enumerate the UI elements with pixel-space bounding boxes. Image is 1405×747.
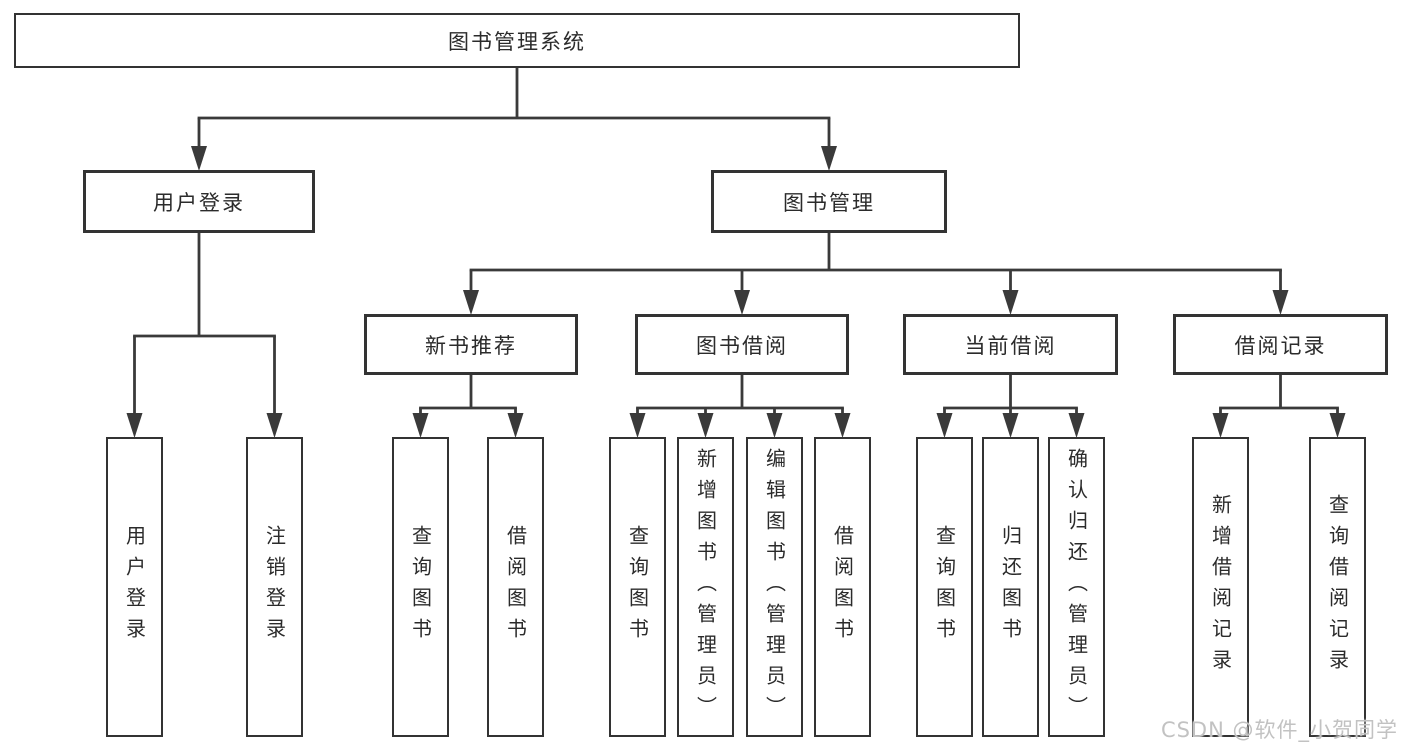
node-label: 归还图书 <box>998 525 1023 649</box>
node-new-book-recommendation: 新书推荐 <box>364 314 578 375</box>
arrowhead-icon <box>1068 413 1085 438</box>
node-label: 借阅图书 <box>503 525 528 649</box>
arrowhead-icon <box>266 413 283 438</box>
node-user-login: 用户登录 <box>83 170 315 233</box>
arrowhead-icon <box>629 413 646 438</box>
arrowhead-icon <box>1212 413 1229 438</box>
node-book-borrowing: 图书借阅 <box>635 314 849 375</box>
node-label: 用户登录 <box>122 525 147 649</box>
node-current-borrowing: 当前借阅 <box>903 314 1118 375</box>
node-label: 注销登录 <box>262 525 287 649</box>
arrowhead-icon <box>126 413 143 438</box>
arrowhead-icon <box>936 413 953 438</box>
arrowhead-icon <box>463 290 479 315</box>
csdn-watermark: CSDN @软件_小贺同学 <box>1160 718 1398 742</box>
node-label: 新增借阅记录 <box>1208 494 1233 680</box>
leaf-query-books-2: 查询图书 <box>609 437 666 737</box>
leaf-borrow-books-2: 借阅图书 <box>814 437 871 737</box>
leaf-logout: 注销登录 <box>246 437 303 737</box>
node-label: 查询图书 <box>932 525 957 649</box>
arrowhead-icon <box>766 413 783 438</box>
node-label: 查询借阅记录 <box>1325 494 1350 680</box>
leaf-borrow-books: 借阅图书 <box>487 437 544 737</box>
node-label: 借阅图书 <box>830 525 855 649</box>
arrowhead-icon <box>1002 290 1019 315</box>
leaf-query-books-3: 查询图书 <box>916 437 973 737</box>
leaf-return-books: 归还图书 <box>982 437 1039 737</box>
arrowhead-icon <box>821 146 837 171</box>
arrowhead-icon <box>412 413 429 438</box>
arrowhead-icon <box>1002 413 1019 438</box>
arrowhead-icon <box>834 413 851 438</box>
arrowhead-icon <box>697 413 714 438</box>
node-label: 新书推荐 <box>425 333 517 358</box>
leaf-edit-books-admin: 编辑图书（管理员） <box>746 437 803 737</box>
arrowhead-icon <box>507 413 524 438</box>
leaf-query-borrow-record: 查询借阅记录 <box>1309 437 1366 737</box>
leaf-query-books: 查询图书 <box>392 437 449 737</box>
arrowhead-icon <box>191 146 207 171</box>
leaf-user-login: 用户登录 <box>106 437 163 737</box>
node-label: 查询图书 <box>625 525 650 649</box>
leaf-add-books-admin: 新增图书（管理员） <box>677 437 734 737</box>
node-label: 确认归还（管理员） <box>1064 447 1089 727</box>
arrowhead-icon <box>1329 413 1346 438</box>
leaf-add-borrow-record: 新增借阅记录 <box>1192 437 1249 737</box>
arrowhead-icon <box>1272 290 1289 315</box>
node-borrowing-records: 借阅记录 <box>1173 314 1388 375</box>
node-label: 编辑图书（管理员） <box>762 447 787 727</box>
arrowhead-icon <box>734 290 750 315</box>
node-label: 借阅记录 <box>1234 333 1327 358</box>
leaf-confirm-return-admin: 确认归还（管理员） <box>1048 437 1105 737</box>
node-label: 当前借阅 <box>964 333 1057 358</box>
node-label: 图书借阅 <box>696 333 788 358</box>
node-label: 图书管理 <box>783 190 875 215</box>
node-library-management-system: 图书管理系统 <box>14 13 1020 68</box>
node-label: 用户登录 <box>153 190 245 215</box>
node-label: 图书管理系统 <box>448 29 586 54</box>
node-book-management: 图书管理 <box>711 170 947 233</box>
node-label: 新增图书（管理员） <box>693 447 718 727</box>
node-label: 查询图书 <box>408 525 433 649</box>
